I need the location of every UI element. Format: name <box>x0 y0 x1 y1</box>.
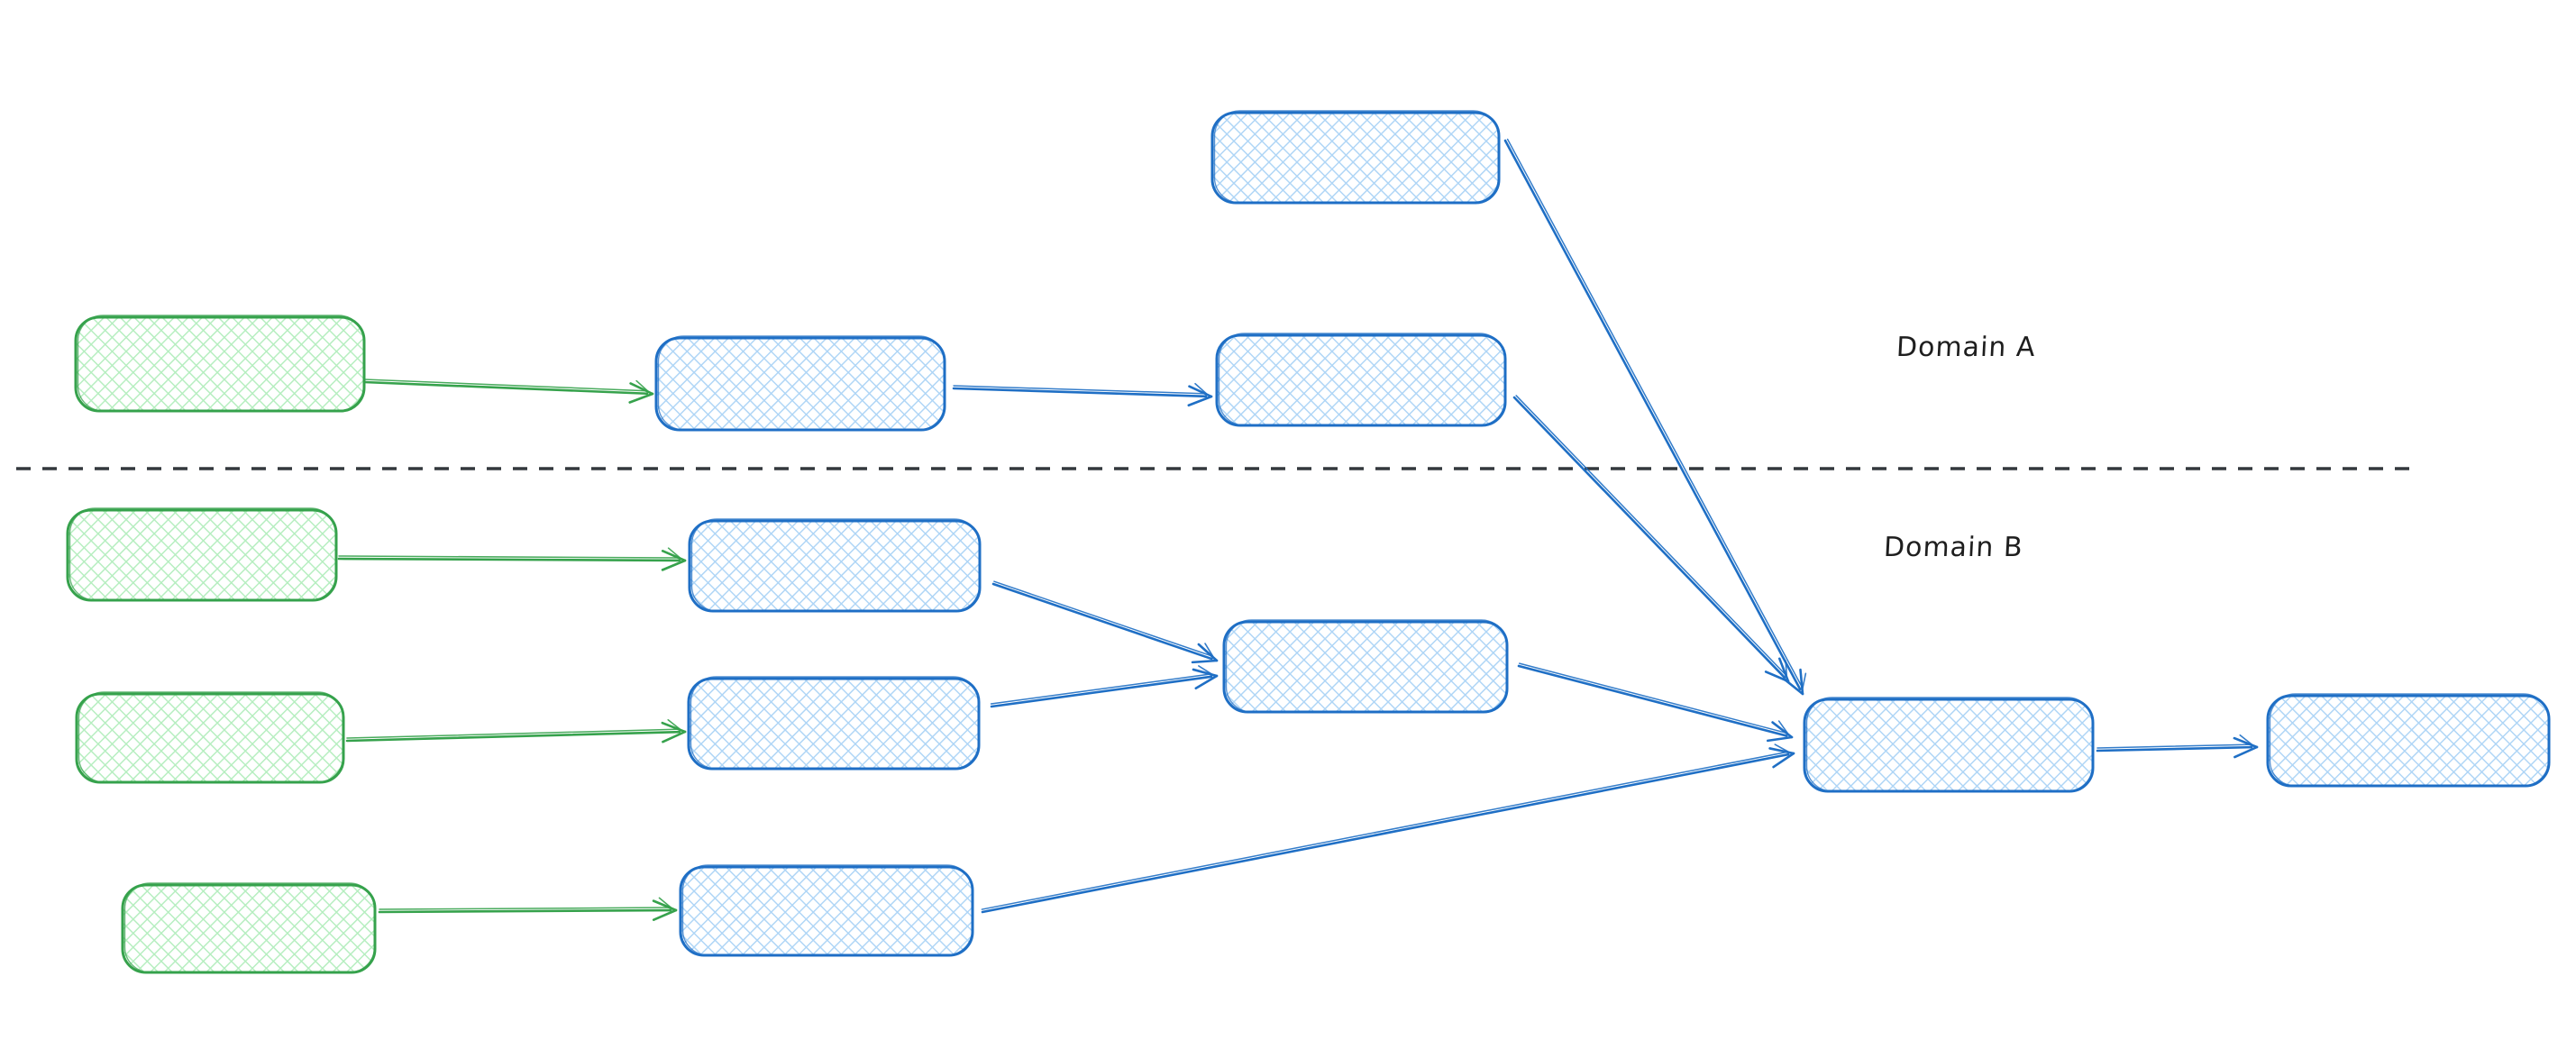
box-source-b3 <box>121 882 377 974</box>
domain-a-label: Domain A <box>1895 332 2037 363</box>
box-source-a <box>74 315 366 413</box>
arrow-process-a1-to-process-a2 <box>952 382 1213 407</box>
arrow-process-a2-to-aggregator <box>1512 395 1790 683</box>
box-source-b1 <box>66 507 338 602</box>
box-source-b2 <box>75 691 345 784</box>
box-process-a2 <box>1215 333 1507 427</box>
arrow-top-source-to-aggregator <box>1503 138 1807 696</box>
arrow-source-b2-to-process-b2 <box>345 718 687 743</box>
box-process-b3 <box>679 864 974 957</box>
arrow-process-b1-to-merge <box>991 580 1219 664</box>
box-top-source-a <box>1210 110 1501 205</box>
box-process-b2 <box>687 676 981 771</box>
arrow-source-b1-to-process-b1 <box>337 547 687 571</box>
arrow-source-a-to-process-a1 <box>362 379 654 404</box>
box-output <box>2266 693 2551 788</box>
arrow-process-b3-to-aggregator <box>981 743 1795 914</box>
box-aggregator <box>1803 697 2095 793</box>
arrow-merge-to-aggregator <box>1517 662 1794 743</box>
box-process-a1 <box>654 335 946 432</box>
arrow-aggregator-to-output <box>2096 734 2259 759</box>
arrow-process-b2-to-merge <box>990 665 1219 708</box>
arrow-source-b3-to-process-b3 <box>378 897 678 921</box>
domain-b-label: Domain B <box>1883 532 2024 563</box>
box-merge-b <box>1222 619 1509 714</box>
box-process-b1 <box>688 518 982 613</box>
